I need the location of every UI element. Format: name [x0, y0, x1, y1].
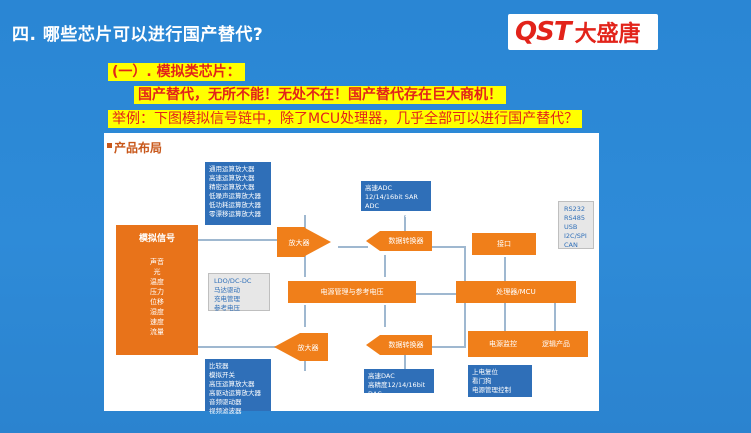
interface-box: 接口	[472, 233, 536, 255]
power-list: LDO/DC-DC 马达驱动 充电管理 参考电压	[208, 273, 270, 312]
amp-top-label: 放大器	[288, 239, 310, 247]
analog-signal-block: 模拟信号 声音 光 温度 压力 位移 湿度 速度 流量	[116, 225, 198, 355]
analog-signal-list: 声音 光 温度 压力 位移 湿度 速度 流量	[150, 258, 164, 336]
connector	[384, 305, 386, 327]
connector	[338, 246, 368, 248]
connector	[464, 298, 466, 348]
connector	[414, 346, 466, 348]
amp-bottom-list: 比较器 模拟开关 高压运算放大器 高驱动运算放大器 音频驱动器 视频滤波器	[205, 359, 271, 415]
company-logo: QST 大盛唐	[515, 16, 641, 48]
connector	[197, 239, 285, 241]
mcu-box: 处理器/MCU	[456, 281, 576, 303]
amp-bottom-label: 放大器	[297, 344, 319, 352]
connector	[304, 215, 306, 233]
adc-note: 高速ADC 12/14/16bit SAR ADC 16～24bit Σ-Δ A…	[361, 181, 431, 219]
analog-signal-title: 模拟信号	[138, 234, 175, 244]
amp-bottom-arrow	[274, 333, 300, 361]
connector	[304, 305, 306, 327]
amp-top-body	[277, 227, 305, 257]
amp-top-arrow	[305, 228, 331, 256]
adc-arrow	[366, 231, 380, 251]
slide-title: 四. 哪些芯片可以进行国产替代?	[12, 25, 264, 45]
power-box: 电源管理与参考电压	[288, 281, 416, 303]
connector	[416, 293, 456, 295]
logic-box: 逻辑产品	[524, 331, 588, 357]
monitor-note: 上电复位 看门狗 电源管理控制	[468, 365, 532, 397]
logo-background	[508, 14, 658, 50]
product-layout-diagram: 产品布局 模拟信号 声音 光 温度 压力 位移 湿度 速度 流量 通用运算放大器…	[104, 133, 599, 415]
connector	[304, 255, 306, 277]
highlight-example: 举例：下图模拟信号链中，除了MCU处理器，几乎全部可以进行国产替代？	[108, 110, 583, 128]
connector	[384, 255, 386, 277]
connector	[304, 355, 306, 371]
connector	[197, 346, 285, 348]
interface-list: RS232 RS485 USB I2C/SPI CAN	[558, 201, 594, 249]
diagram-title: 产品布局	[114, 141, 163, 155]
adc-box: 数据转换器	[380, 231, 432, 251]
highlight-slogan: 国产替代，无所不能！无处不在！国产替代存在巨大商机！	[134, 86, 506, 104]
logo-mark: QST	[515, 17, 572, 47]
connector	[414, 246, 464, 248]
amp-bottom-body	[300, 333, 328, 361]
connector	[504, 303, 506, 331]
bullet-icon	[107, 143, 112, 148]
connector	[404, 355, 406, 371]
amp-top-list: 通用运算放大器 高速运算放大器 精密运算放大器 低噪声运算放大器 低功耗运算放大…	[205, 162, 271, 225]
dac-arrow	[366, 335, 380, 355]
logo-text: 大盛唐	[574, 22, 641, 47]
connector	[464, 246, 466, 288]
dac-box: 数据转换器	[380, 335, 432, 355]
connector	[554, 303, 556, 331]
highlight-heading: (一）. 模拟类芯片：	[108, 63, 245, 81]
connector	[504, 257, 506, 281]
connector	[404, 215, 406, 233]
dac-note: 高速DAC 高精度12/14/16bit DAC	[364, 369, 434, 398]
